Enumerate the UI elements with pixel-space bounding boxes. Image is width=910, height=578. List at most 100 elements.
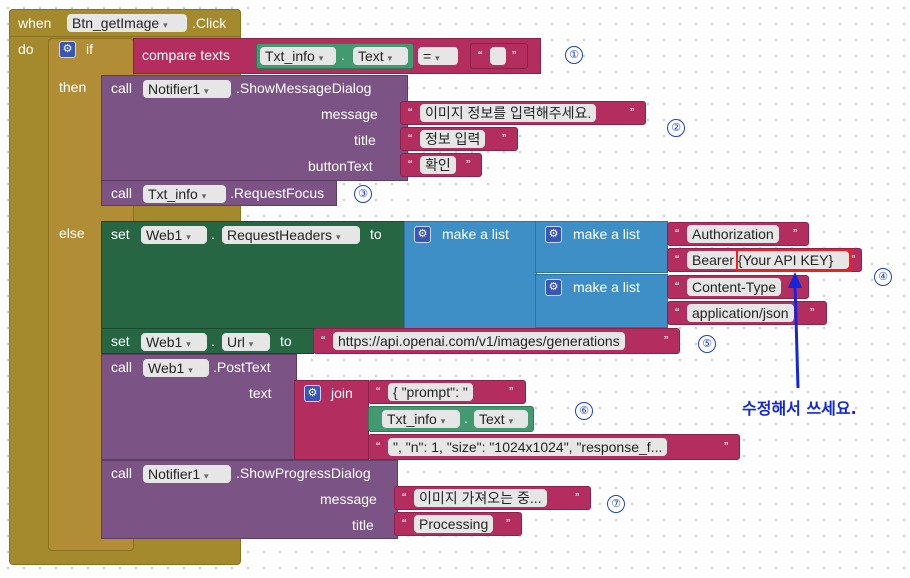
dropdown-arrow-icon: ▾ [201,191,207,201]
message-text-value[interactable]: 이미지 정보를 입력해주세요. [420,104,597,122]
dropdown-arrow-icon: ▾ [188,365,193,375]
open-quote: “ [402,516,407,531]
title-param-label: title [352,517,374,533]
close-quote: ” [630,105,635,120]
txt-info-dropdown[interactable]: Txt_info ▾ [382,410,460,428]
compare-texts-label: compare texts [142,47,230,63]
url-value[interactable]: https://api.openai.com/v1/images/generat… [333,332,625,350]
title-param-label: title [354,132,376,148]
open-quote: “ [675,305,680,320]
open-quote: “ [478,48,483,63]
authorization-value[interactable]: Authorization [687,225,779,243]
close-quote: ” [810,305,815,320]
open-quote: “ [408,157,413,172]
make-list-label: make a list [442,226,509,242]
open-quote: “ [376,439,381,454]
else-keyword: else [59,225,85,241]
gear-icon[interactable]: ⚙ [545,279,562,296]
make-list-label: make a list [573,279,640,295]
progress-title-value[interactable]: Processing [414,515,494,533]
notifier-dropdown[interactable]: Notifier1 ▾ [143,465,231,483]
application-json-value[interactable]: application/json [687,304,794,322]
close-quote: ” [851,252,856,267]
bearer-value[interactable]: Bearer {Your API KEY} [687,251,849,269]
json-tail-value[interactable]: ", "n": 1, "size": "1024x1024", "respons… [388,438,668,456]
marker-1: ① [565,46,583,64]
message-param-label: message [320,491,377,507]
notifier-dropdown[interactable]: Notifier1 ▾ [143,80,231,98]
set-keyword: set [111,226,130,242]
then-keyword: then [59,79,87,95]
web1-dropdown[interactable]: Web1 ▾ [141,333,207,351]
dropdown-arrow-icon: ▾ [508,416,514,426]
marker-6: ⑥ [575,402,593,420]
event-name: .Click [192,15,227,31]
to-keyword: to [370,226,382,242]
close-quote: ” [724,439,729,454]
focus-component-dropdown[interactable]: Txt_info ▾ [143,185,226,203]
prompt-text-value[interactable]: { "prompt": " [388,383,473,401]
message-param-label: message [321,106,378,122]
close-quote: ” [664,333,669,348]
call-keyword: call [111,359,133,375]
gear-icon[interactable]: ⚙ [59,41,76,58]
content-type-value[interactable]: Content-Type [687,278,782,296]
dropdown-arrow-icon: ▾ [204,86,209,96]
compare-property-dropdown[interactable]: Text ▾ [353,47,408,65]
close-quote: ” [502,131,507,146]
marker-7: ⑦ [607,495,625,513]
close-quote: ” [466,157,471,172]
marker-4: ④ [874,268,892,286]
dropdown-arrow-icon: ▾ [435,53,440,63]
dot-separator: . [211,333,215,349]
event-component-dropdown[interactable]: Btn_getImage ▾ [67,14,187,32]
gear-icon[interactable]: ⚙ [414,226,431,243]
empty-text-value[interactable] [490,47,506,65]
dropdown-arrow-icon: ▾ [186,339,191,349]
dropdown-arrow-icon: ▾ [335,232,341,242]
title-text-value[interactable]: 정보 입력 [420,130,486,148]
call-keyword: call [111,185,133,201]
dot-separator: . [341,47,345,63]
dot-separator: . [464,410,468,426]
close-quote: ” [575,490,580,505]
web1-dropdown[interactable]: Web1 ▾ [143,359,209,377]
open-quote: “ [675,226,680,241]
edit-note-label: 수정해서 쓰세요. [742,399,857,418]
set-url-block[interactable] [101,328,314,354]
open-quote: “ [321,333,326,348]
to-keyword: to [280,333,292,349]
open-quote: “ [408,131,413,146]
dropdown-arrow-icon: ▾ [186,232,191,242]
text-param-label: text [249,385,272,401]
call-keyword: call [111,465,133,481]
method-name: .ShowProgressDialog [236,465,371,481]
progress-message-value[interactable]: 이미지 가져오는 중... [414,489,547,507]
set-keyword: set [111,333,130,349]
marker-3: ③ [354,185,372,203]
gear-icon[interactable]: ⚙ [545,226,562,243]
dropdown-arrow-icon: ▾ [318,53,324,63]
gear-icon[interactable]: ⚙ [304,385,321,402]
dot-separator: . [211,226,215,242]
open-quote: “ [376,384,381,399]
do-keyword: do [18,41,34,57]
web1-dropdown[interactable]: Web1 ▾ [141,226,207,244]
operator-dropdown[interactable]: = ▾ [418,47,458,65]
close-quote: ” [512,48,517,63]
text-property-dropdown[interactable]: Text ▾ [474,410,528,428]
call-keyword: call [111,80,133,96]
join-label: join [331,385,353,401]
method-name: .PostText [213,359,271,375]
api-key-highlight [736,249,852,272]
url-property-dropdown[interactable]: Url ▾ [222,333,270,351]
when-keyword: when [18,15,52,31]
method-name: .ShowMessageDialog [236,80,372,96]
marker-5: ⑤ [698,335,716,353]
make-list-label: make a list [573,226,640,242]
if-keyword: if [86,41,93,57]
dropdown-arrow-icon: ▾ [440,416,446,426]
request-headers-dropdown[interactable]: RequestHeaders ▾ [222,226,360,244]
button-text-value[interactable]: 확인 [420,156,456,174]
compare-component-dropdown[interactable]: Txt_info ▾ [260,47,336,65]
